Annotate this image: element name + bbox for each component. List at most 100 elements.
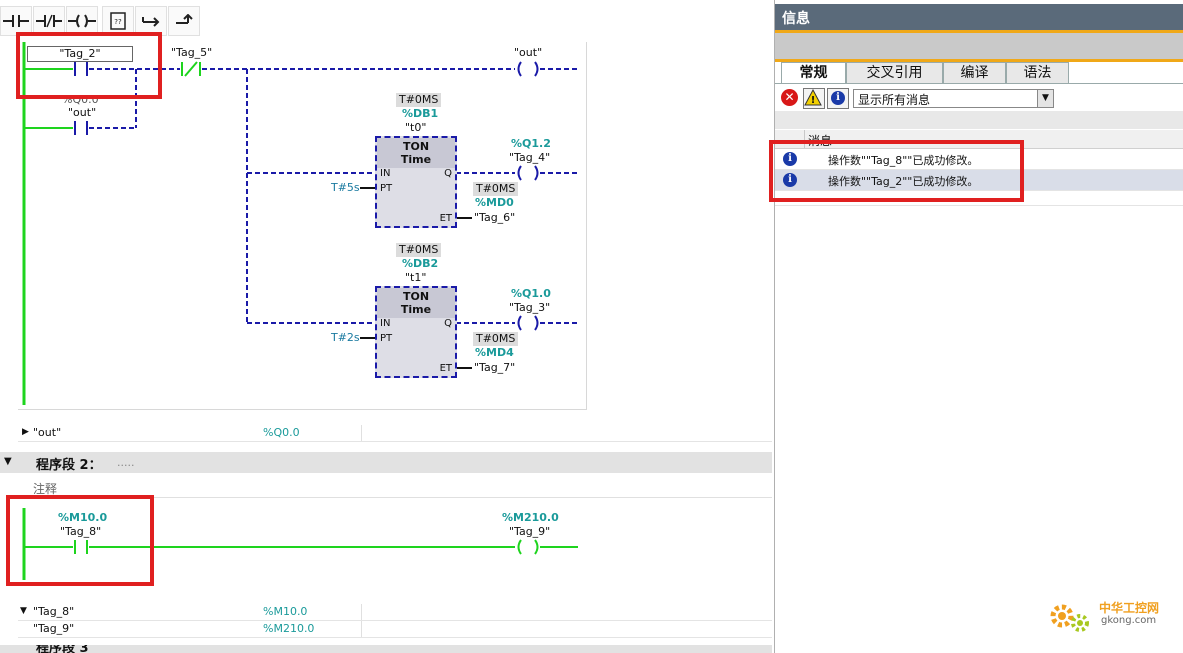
tab-general[interactable]: 常规	[781, 62, 846, 84]
timer2-in-pin: IN	[380, 318, 391, 329]
timer2-et-tag: "Tag_7"	[474, 361, 516, 374]
symbol-address: %M210.0	[263, 622, 315, 635]
warning-filter-button[interactable]: !	[803, 88, 825, 109]
symbol-tag: "out"	[33, 426, 62, 439]
column-divider	[804, 130, 805, 148]
timer1-in-pin: IN	[380, 168, 391, 179]
contact2-tag: "Tag_5"	[171, 46, 213, 59]
message-filter-select[interactable]: 显示所有消息 ▼	[853, 89, 1054, 108]
network-2-title: 程序段 2：	[36, 458, 102, 473]
message-row[interactable]: i 操作数""Tag_8""已成功修改。	[775, 149, 1183, 170]
svg-text:!: !	[811, 95, 816, 106]
timer1-const: T#0MS	[396, 93, 442, 107]
gear-icon	[1050, 604, 1089, 632]
info-panel-subheader	[775, 30, 1183, 62]
info-filter-icon: i	[831, 91, 845, 105]
network-2-comment-field[interactable]: 注释	[18, 477, 772, 498]
tab-underline	[775, 83, 1183, 84]
network-2-dots: .....	[117, 456, 135, 469]
column-divider	[361, 425, 362, 441]
watermark-brand: 中华工控网	[1099, 601, 1160, 615]
column-divider	[361, 604, 362, 620]
timer1-et-address: %MD0	[475, 196, 514, 209]
info-filter-button[interactable]: i	[827, 88, 849, 109]
info-toolbar-strip	[775, 111, 1183, 129]
symbol-tag: "Tag_8"	[33, 605, 75, 618]
open-branch-icon	[142, 17, 160, 27]
timer1-q-tag: "Tag_4"	[509, 151, 551, 164]
info-icon: i	[783, 152, 797, 166]
timer2-q-address: %Q1.0	[511, 287, 551, 300]
symbol-address: %M10.0	[263, 605, 308, 618]
collapse-arrow-icon[interactable]: ▼	[4, 456, 12, 467]
warning-filter-icon: !	[804, 88, 822, 106]
symbol-row-tag8[interactable]: ▼ "Tag_8" %M10.0	[18, 604, 772, 621]
network-2-coil-address: %M210.0	[502, 511, 559, 524]
symbol-row-out[interactable]: ▶ "out" %Q0.0	[18, 425, 772, 442]
network-1-area	[18, 42, 587, 410]
timer2-q-tag: "Tag_3"	[509, 301, 551, 314]
info-panel-title: 信息	[782, 11, 810, 27]
network-2-wiring	[22, 508, 578, 580]
tab-syntax[interactable]: 语法	[1006, 62, 1069, 84]
timer2-db: %DB2	[402, 257, 439, 270]
error-filter-icon[interactable]: ✕	[781, 89, 798, 106]
parallel-contact-tag: "out"	[68, 106, 97, 119]
contact1-tag-editor[interactable]: "Tag_2"	[27, 46, 133, 62]
message-row[interactable]: i 操作数""Tag_2""已成功修改。	[775, 170, 1183, 191]
timer2-et-address: %MD4	[475, 346, 514, 359]
normally-open-contact-icon	[3, 15, 29, 27]
chevron-down-icon[interactable]: ▼	[1037, 90, 1053, 107]
normally-open-contact-button[interactable]	[0, 6, 32, 36]
highlight-box-messages	[769, 140, 1024, 202]
timer1-pt-value: T#5s	[331, 181, 360, 194]
timer2-et-const: T#0MS	[473, 332, 519, 346]
svg-text:??: ??	[114, 18, 122, 26]
timer2-const: T#0MS	[396, 243, 442, 257]
ladder-toolbar: ??	[0, 0, 772, 38]
watermark-logo: 中华工控网 gkong.com	[1047, 597, 1177, 635]
message-text: 操作数""Tag_2""已成功修改。	[828, 175, 979, 188]
info-panel-titlebar: 信息	[775, 4, 1183, 30]
expand-arrow-icon[interactable]: ▶	[22, 427, 29, 437]
timer2-name: "t1"	[405, 271, 427, 284]
empty-box-icon: ??	[110, 12, 126, 30]
network-2-header[interactable]: ▼ 程序段 2： .....	[0, 452, 772, 473]
timer1-q-address: %Q1.2	[511, 137, 551, 150]
timer1-et-pin: ET	[439, 213, 452, 224]
timer2-q-pin: Q	[444, 318, 452, 329]
network-3-header[interactable]: 程序段 3	[0, 645, 772, 653]
message-text: 操作数""Tag_8""已成功修改。	[828, 154, 979, 167]
timer2-pt-value: T#2s	[331, 331, 360, 344]
coil-out-tag: "out"	[514, 46, 543, 59]
timer1-et-const: T#0MS	[473, 182, 519, 196]
tab-cross-reference[interactable]: 交叉引用	[846, 62, 943, 84]
close-branch-button[interactable]	[168, 6, 200, 36]
symbol-tag: "Tag_9"	[33, 622, 75, 635]
timer2-pt-pin: PT	[380, 333, 393, 344]
message-filter-value: 显示所有消息	[858, 93, 931, 107]
timer1-et-tag: "Tag_6"	[474, 211, 516, 224]
close-branch-icon	[176, 14, 193, 24]
network-2-contact-address: %M10.0	[58, 511, 108, 524]
normally-closed-contact-icon	[36, 14, 62, 28]
tab-compile[interactable]: 编译	[943, 62, 1006, 84]
message-row-empty	[775, 190, 1183, 206]
empty-box-button[interactable]: ??	[102, 6, 134, 36]
info-panel: 信息 常规 交叉引用 编译 语法 ✕ ! i 显示所有消息 ▼ 消息 i 操作数…	[769, 0, 1183, 653]
timer1-pt-pin: PT	[380, 183, 393, 194]
symbol-row-tag9[interactable]: "Tag_9" %M210.0	[18, 621, 772, 638]
coil-icon	[68, 14, 96, 28]
network-3-title: 程序段 3	[36, 645, 89, 653]
timer1-q-pin: Q	[444, 168, 452, 179]
column-divider	[361, 621, 362, 637]
network-2-comment: 注释	[33, 482, 58, 496]
normally-closed-contact-button[interactable]	[33, 6, 65, 36]
timer1-name: "t0"	[405, 121, 427, 134]
collapse-arrow-icon[interactable]: ▼	[20, 606, 27, 616]
watermark-url: gkong.com	[1101, 615, 1157, 626]
